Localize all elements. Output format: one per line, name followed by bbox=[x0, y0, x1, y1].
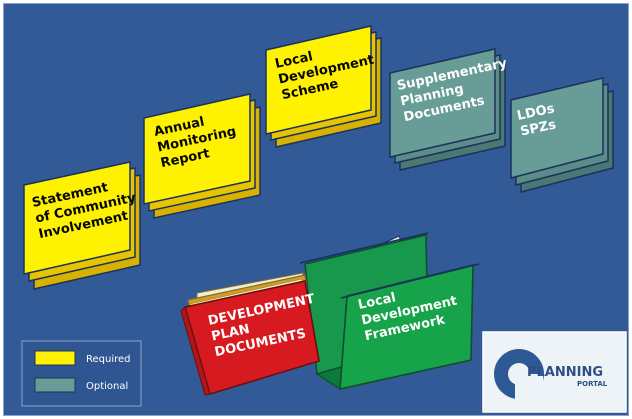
ldf-diagram: Statement of Community Involvement Annua… bbox=[4, 4, 628, 415]
logo-portal-text: PORTAL bbox=[577, 380, 608, 388]
folder-local-development-scheme: Local Development Scheme bbox=[265, 25, 382, 148]
local-development-framework-folder: Local Development Framework bbox=[299, 232, 480, 391]
folder-statement-face bbox=[23, 161, 131, 275]
legend: Required Optional bbox=[21, 340, 142, 407]
folder-supplementary-planning-documents: Supplementary Planning Documents bbox=[389, 48, 509, 171]
folder-annual-label: Annual Monitoring Report bbox=[153, 108, 246, 172]
legend-required-label: Required bbox=[86, 354, 131, 365]
folder-statement-of-community-involvement: Statement of Community Involvement bbox=[23, 161, 141, 290]
folder-annual-monitoring-report: Annual Monitoring Report bbox=[143, 93, 261, 219]
folder-annual-face bbox=[143, 93, 251, 205]
legend-optional-label: Optional bbox=[86, 381, 128, 392]
legend-optional-swatch bbox=[34, 377, 76, 393]
folder-spd-face bbox=[389, 48, 496, 158]
planning-portal-logo: PLANNING PORTAL bbox=[482, 331, 627, 413]
folder-ldos-label: LDOs SPZs bbox=[516, 100, 564, 139]
folder-lds-face bbox=[265, 25, 372, 135]
folder-ldos-face bbox=[510, 77, 604, 179]
framework-label: Local Development Framework bbox=[357, 277, 467, 344]
folder-ldos-spzs: LDOs SPZs bbox=[510, 77, 614, 193]
logo-planning-text: PLANNING bbox=[527, 365, 603, 380]
development-plan-documents-binder: DEVELOPMENT PLAN DOCUMENTS bbox=[180, 272, 320, 396]
legend-required-swatch bbox=[34, 350, 76, 366]
diagram-canvas: Statement of Community Involvement Annua… bbox=[3, 3, 629, 416]
